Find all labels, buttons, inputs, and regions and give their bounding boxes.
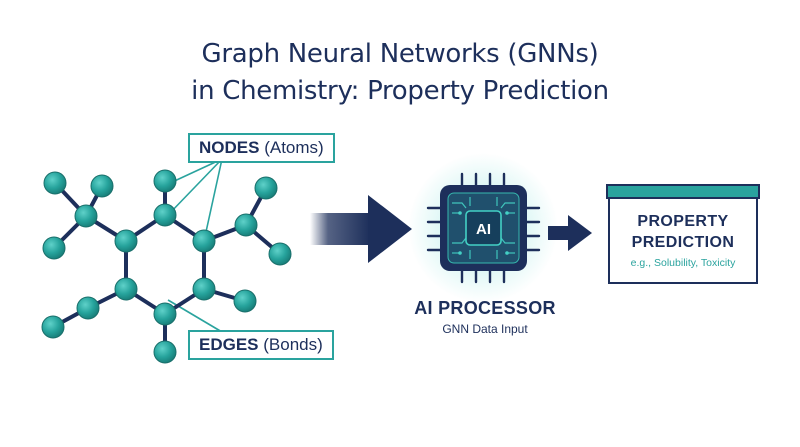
ai-chip-icon: AI xyxy=(440,185,527,271)
input-arrow-icon xyxy=(310,195,412,263)
atom-node xyxy=(42,236,66,260)
prediction-title-line-1: PROPERTY xyxy=(637,213,729,230)
prediction-box-header xyxy=(606,184,760,199)
nodes-pointer-lines xyxy=(167,158,223,242)
atom-node xyxy=(90,174,114,198)
prediction-subtitle: e.g., Solubility, Toxicity xyxy=(630,257,736,269)
atom-node xyxy=(234,213,258,237)
atom-node xyxy=(43,171,67,195)
title-line-1: Graph Neural Networks (GNNs) xyxy=(201,39,599,69)
processor-title: AI PROCESSOR xyxy=(414,298,556,318)
atom-node xyxy=(153,203,177,227)
nodes-callout: NODES (Atoms) xyxy=(188,133,335,163)
nodes-callout-bold: NODES xyxy=(199,138,260,157)
atom-node xyxy=(192,229,216,253)
edges-callout-bold: EDGES xyxy=(199,335,259,354)
edges-callout-rest: (Bonds) xyxy=(258,335,323,354)
atom-node xyxy=(153,302,177,326)
output-arrow-icon xyxy=(548,215,592,251)
atom-node xyxy=(268,242,292,266)
prediction-title: PROPERTY PREDICTION xyxy=(608,211,758,253)
atom-node xyxy=(114,277,138,301)
atom-node xyxy=(192,277,216,301)
atom-node xyxy=(41,315,65,339)
prediction-title-line-2: PREDICTION xyxy=(631,234,735,251)
molecule-atoms xyxy=(41,169,292,364)
edges-callout: EDGES (Bonds) xyxy=(188,330,334,360)
chip-pins xyxy=(426,172,541,284)
atom-node xyxy=(114,229,138,253)
nodes-callout-rest: (Atoms) xyxy=(259,138,324,157)
page-title: Graph Neural Networks (GNNs) in Chemistr… xyxy=(0,36,800,110)
atom-node xyxy=(254,176,278,200)
atom-node xyxy=(74,204,98,228)
prediction-box xyxy=(608,186,758,284)
atom-node xyxy=(233,289,257,313)
chip-label: AI xyxy=(476,221,491,238)
title-line-2: in Chemistry: Property Prediction xyxy=(191,76,609,106)
atom-node xyxy=(76,296,100,320)
processor-subtitle: GNN Data Input xyxy=(442,322,528,336)
atom-node xyxy=(153,169,177,193)
atom-node xyxy=(153,340,177,364)
